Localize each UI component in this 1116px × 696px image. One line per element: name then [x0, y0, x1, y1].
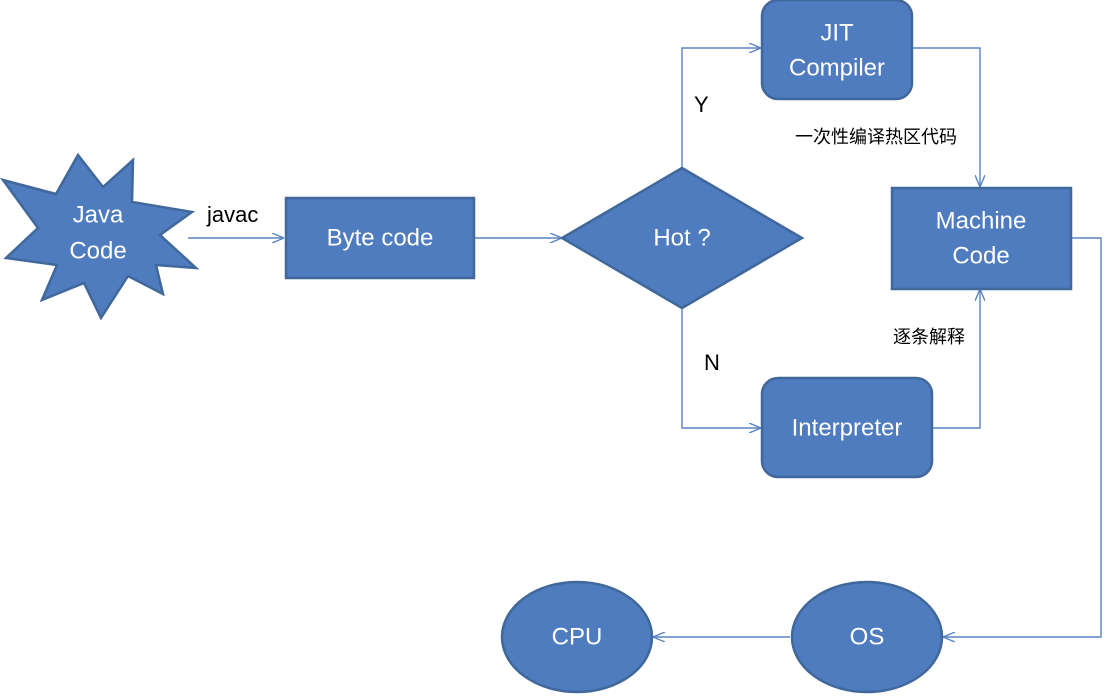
edge-label-jit-compile: 一次性编译热区代码: [795, 127, 957, 148]
node-jit-compiler: JIT Compiler: [760, 0, 914, 101]
edge-hot-to-jit: [681, 48, 760, 168]
java-code-line1: Java: [73, 201, 124, 228]
machine-code-line1: Machine: [936, 207, 1027, 234]
edge-jit-to-machine: [912, 47, 980, 186]
node-cpu: CPU: [500, 580, 654, 694]
hot-label: Hot ?: [653, 224, 710, 251]
edge-interpreter-to-machine: [932, 290, 980, 429]
os-ellipse: [790, 580, 944, 694]
os-label: OS: [850, 623, 885, 650]
jit-line2: Compiler: [789, 54, 885, 81]
edge-label-javac: javac: [206, 202, 258, 227]
node-hot-decision: Hot ?: [559, 166, 805, 310]
hot-diamond: [559, 166, 805, 310]
burst-shape: [0, 152, 200, 321]
jit-box: [760, 0, 914, 101]
machine-code-box: [890, 186, 1073, 291]
node-os: OS: [790, 580, 944, 694]
java-code-line2: Code: [69, 237, 126, 264]
edge-label-yes: Y: [694, 92, 709, 117]
interpreter-box: [760, 376, 934, 479]
node-machine-code: Machine Code: [890, 186, 1073, 291]
connectors: [188, 47, 1102, 637]
byte-code-box: [284, 196, 476, 280]
node-java-code: Java Code: [0, 152, 200, 321]
node-interpreter: Interpreter: [760, 376, 934, 479]
byte-code-label: Byte code: [327, 224, 434, 251]
interpreter-label: Interpreter: [792, 414, 903, 441]
edge-hot-to-interpreter: [681, 308, 760, 428]
node-byte-code: Byte code: [284, 196, 476, 280]
edge-label-interpret: 逐条解释: [893, 327, 965, 348]
edge-label-no: N: [704, 350, 720, 375]
cpu-ellipse: [500, 580, 654, 694]
cpu-label: CPU: [552, 623, 603, 650]
machine-code-line2: Code: [952, 242, 1009, 269]
edge-machine-to-os: [944, 237, 1102, 637]
jit-line1: JIT: [820, 19, 854, 46]
